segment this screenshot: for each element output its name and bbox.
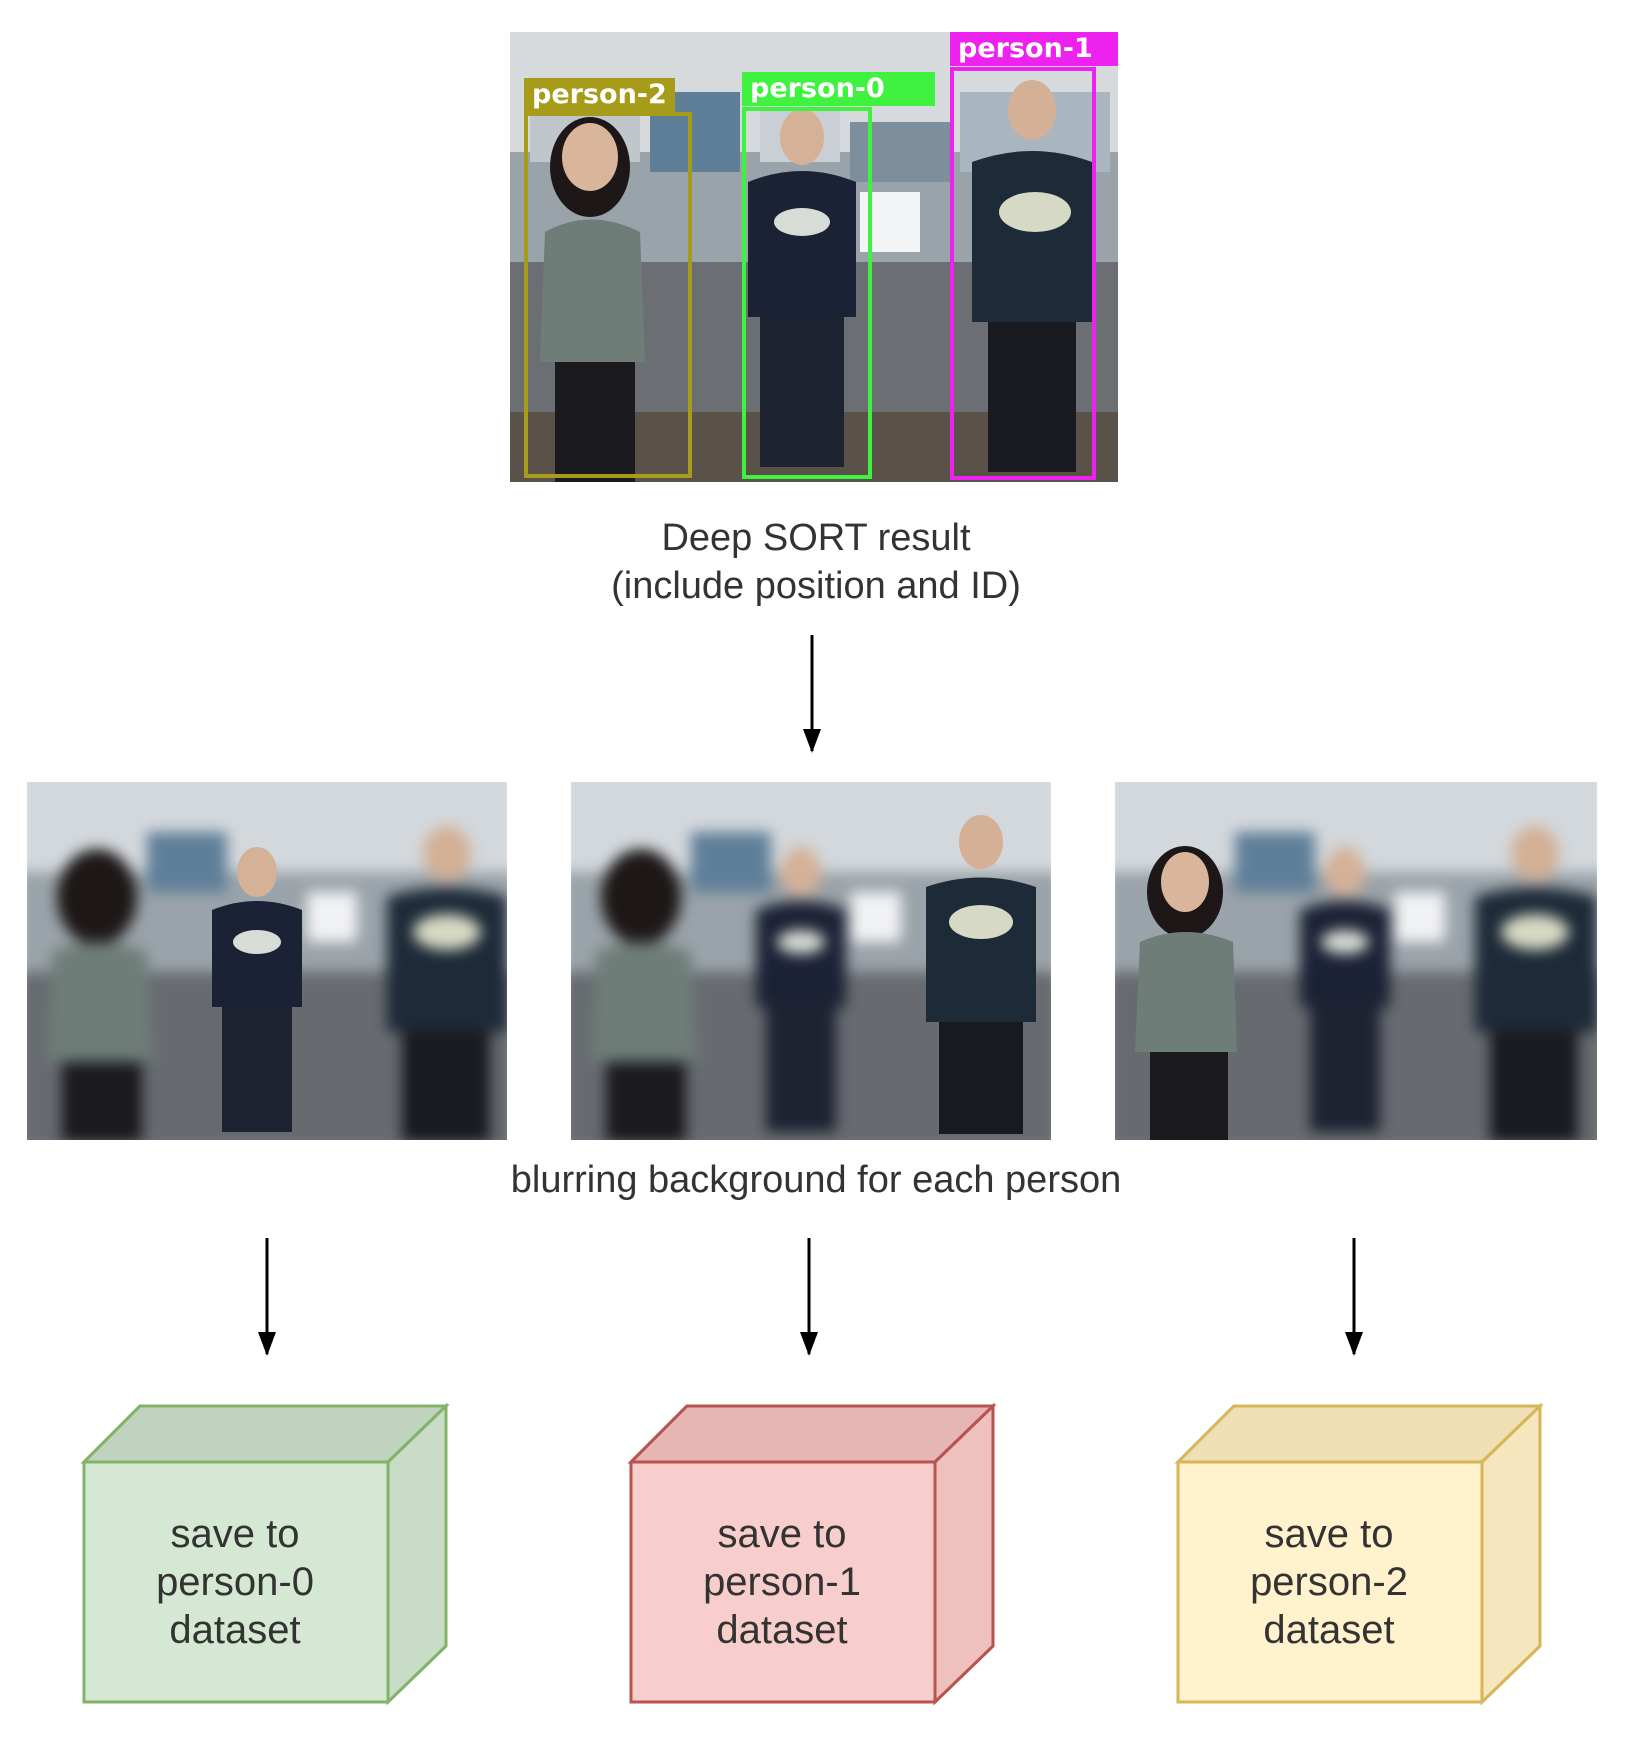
bbox-label-person-1: person-1 bbox=[950, 32, 1118, 66]
bbox-person-2 bbox=[524, 112, 692, 478]
dataset-label-line1: save to bbox=[717, 1512, 847, 1556]
person-0-figure bbox=[748, 109, 856, 467]
dataset-label-person-2: save to person-2 dataset bbox=[1176, 1462, 1482, 1702]
arrow-down-left bbox=[257, 1238, 277, 1358]
blurred-photo-person-0 bbox=[27, 782, 507, 1140]
person-2-figure bbox=[540, 117, 645, 482]
cube-shape-yellow bbox=[1174, 1402, 1544, 1706]
dataset-label-person-1: save to person-1 dataset bbox=[629, 1462, 935, 1702]
dataset-cube-person-1: save to person-1 dataset bbox=[627, 1402, 997, 1706]
blurred-photo-person-1 bbox=[571, 782, 1051, 1140]
deep-sort-result-photo: person-2 person-0 person-1 bbox=[510, 32, 1118, 482]
dataset-label-line3: dataset bbox=[1263, 1608, 1395, 1652]
cube-shape-green bbox=[80, 1402, 450, 1706]
deep-sort-caption: Deep SORT result (include position and I… bbox=[516, 514, 1116, 610]
dataset-cube-person-2: save to person-2 dataset bbox=[1174, 1402, 1544, 1706]
dataset-label-person-0: save to person-0 dataset bbox=[82, 1462, 388, 1702]
bbox-person-0 bbox=[742, 107, 872, 479]
dataset-label-line2: person-2 bbox=[1250, 1560, 1408, 1604]
dataset-label-line3: dataset bbox=[169, 1608, 301, 1652]
sharp-person-0 bbox=[212, 847, 302, 1132]
dataset-label-line3: dataset bbox=[716, 1608, 848, 1652]
arrow-down-right bbox=[1344, 1238, 1364, 1358]
person-1-figure bbox=[972, 80, 1092, 472]
blur-caption: blurring background for each person bbox=[510, 1159, 1122, 1201]
bbox-label-person-2: person-2 bbox=[524, 78, 675, 112]
cube-shape-red bbox=[627, 1402, 997, 1706]
dataset-label-line1: save to bbox=[1264, 1512, 1394, 1556]
blurred-photo-person-2 bbox=[1115, 782, 1597, 1140]
dataset-cube-person-0: save to person-0 dataset bbox=[80, 1402, 450, 1706]
arrow-down-center bbox=[802, 635, 822, 755]
deep-sort-caption-line1: Deep SORT result bbox=[661, 517, 971, 559]
bbox-person-1 bbox=[950, 67, 1096, 480]
dataset-label-line2: person-1 bbox=[703, 1560, 861, 1604]
bbox-label-person-0: person-0 bbox=[742, 72, 935, 106]
arrow-down-middle bbox=[799, 1238, 819, 1358]
deep-sort-caption-line2: (include position and ID) bbox=[611, 565, 1021, 607]
dataset-label-line1: save to bbox=[170, 1512, 300, 1556]
dataset-label-line2: person-0 bbox=[156, 1560, 314, 1604]
sharp-person-2 bbox=[1135, 846, 1237, 1140]
sharp-person-1 bbox=[926, 815, 1036, 1134]
